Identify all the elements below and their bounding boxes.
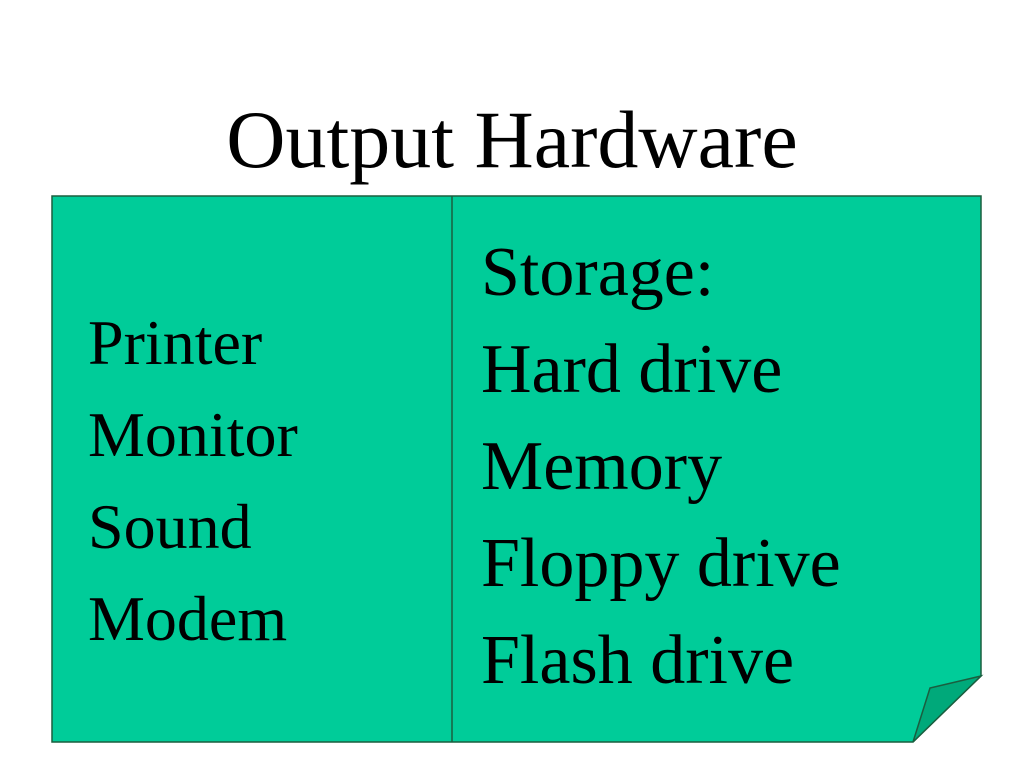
slide-title: Output Hardware [226, 94, 798, 185]
output-device-list: Printer Monitor Sound Modem [88, 297, 298, 665]
page-fold-icon [912, 674, 984, 743]
list-item: Hard drive [481, 331, 783, 408]
list-item: Modem [88, 583, 288, 654]
storage-heading: Storage: [481, 234, 715, 311]
storage-list: Storage: Hard drive Memory Floppy drive … [481, 224, 841, 709]
list-item: Printer [88, 307, 263, 378]
list-item: Monitor [88, 399, 298, 470]
list-item: Sound [88, 491, 252, 562]
list-item: Memory [481, 428, 723, 505]
list-item: Flash drive [481, 622, 795, 699]
list-item: Floppy drive [481, 525, 841, 602]
